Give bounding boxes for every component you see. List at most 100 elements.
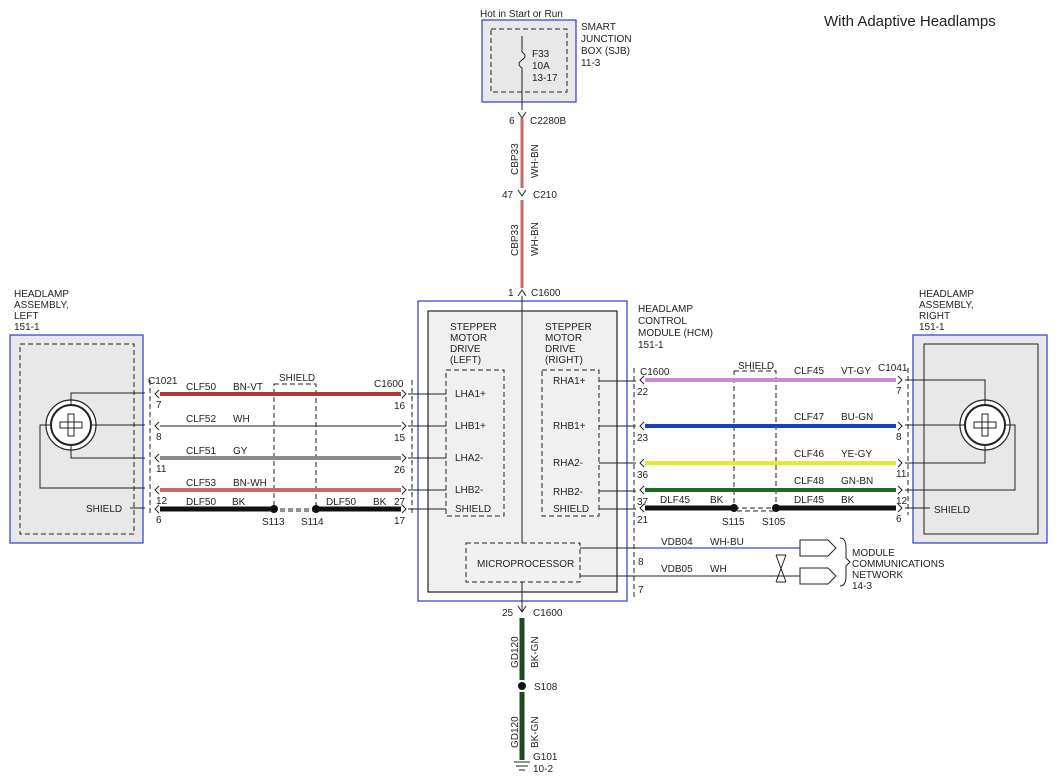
ground-color-1: BK-GN bbox=[530, 636, 541, 668]
right-lamp-pin: 6 bbox=[896, 514, 902, 525]
ground-circuit: 25 C1600 GD120 BK-GN S108 GD120 BK-GN G1… bbox=[502, 605, 563, 775]
right-hcm-pin-symbol bbox=[639, 421, 645, 431]
left-headlamp-assembly: HEADLAMP ASSEMBLY, LEFT 151-1 SHIELD C10… bbox=[9, 289, 404, 544]
c210-pin: 47 bbox=[502, 190, 514, 201]
left-lamp-pin-symbol bbox=[154, 389, 160, 399]
left-lamp-pin: 6 bbox=[156, 515, 162, 526]
vdb04-pin: 8 bbox=[638, 557, 644, 568]
sjb-connector: C2280B bbox=[530, 116, 566, 127]
left-driver-2: MOTOR bbox=[450, 333, 487, 344]
left-wire-circuit2: DLF50 bbox=[326, 497, 356, 508]
left-driver-box bbox=[445, 369, 505, 517]
right-lamp-pin-symbol bbox=[897, 458, 903, 468]
right-shield-box-label: SHIELD bbox=[738, 361, 774, 372]
left-lamp-name-4: 151-1 bbox=[14, 322, 40, 333]
right-pin-shield: SHIELD bbox=[553, 504, 589, 515]
vdb04-color: WH-BU bbox=[710, 537, 744, 548]
left-hcm-pin: 17 bbox=[394, 516, 406, 527]
left-hcm-pin-symbol bbox=[401, 421, 407, 431]
left-lamp-pin: 12 bbox=[156, 496, 168, 507]
left-wire-color: BK bbox=[232, 497, 246, 508]
splice-s113: S113 bbox=[262, 517, 285, 528]
left-pin-lhb2: LHB2- bbox=[455, 485, 483, 496]
right-lamp-name-3: RIGHT bbox=[919, 311, 950, 322]
left-wire-circuit: CLF50 bbox=[186, 382, 216, 393]
vdb05-pin: 7 bbox=[638, 585, 644, 596]
c210-label: C210 bbox=[533, 190, 557, 201]
left-wire-color: BN-VT bbox=[233, 382, 263, 393]
ground-color-2: BK-GN bbox=[530, 716, 541, 748]
right-lamp-name-4: 151-1 bbox=[919, 322, 945, 333]
sjb-inner-dash bbox=[490, 28, 568, 93]
left-lamp-connector: C1021 bbox=[148, 376, 178, 387]
left-hcm-pin: 27 bbox=[394, 497, 406, 508]
smart-junction-box: Hot in Start or Run F33 10A 13-17 SMART … bbox=[480, 9, 632, 127]
fuse-icon bbox=[518, 36, 526, 110]
right-wire-circuit: CLF48 bbox=[794, 476, 824, 487]
sjb-name-2: JUNCTION bbox=[581, 34, 632, 45]
feed-circuit-1: CBP33 bbox=[510, 143, 521, 175]
sjb-power-label: Hot in Start or Run bbox=[480, 9, 563, 20]
left-lamp-pin: 7 bbox=[156, 400, 162, 411]
communications-network: VDB04 WH-BU VDB05 WH 8 7 MODULE COMMUNIC… bbox=[636, 537, 945, 596]
sjb-name-3: BOX (SJB) bbox=[581, 46, 630, 57]
right-lamp-pin-symbol bbox=[897, 421, 903, 431]
right-hcm-pin-symbol bbox=[639, 503, 645, 513]
feed-wire: CBP33 WH-BN 47 C210 CBP33 WH-BN 1 C1600 bbox=[502, 118, 561, 299]
fuse-ref: 13-17 bbox=[532, 73, 558, 84]
right-motor-coil bbox=[973, 413, 997, 437]
right-hcm-pin-symbol bbox=[639, 485, 645, 495]
right-hcm-pin: 37 bbox=[637, 497, 649, 508]
right-wire-color: YE-GY bbox=[841, 449, 872, 460]
vdb04-circuit: VDB04 bbox=[661, 537, 693, 548]
left-wire-circuit: CLF51 bbox=[186, 446, 216, 457]
diagram-title: With Adaptive Headlamps bbox=[824, 13, 996, 30]
left-pin-lha2: LHA2- bbox=[455, 453, 483, 464]
right-hcm-pin-symbol bbox=[639, 458, 645, 468]
right-wire-color: BK bbox=[710, 495, 724, 506]
left-lamp-name-3: LEFT bbox=[14, 311, 38, 322]
ground-pin: 25 bbox=[502, 608, 514, 619]
left-wire-circuit: CLF53 bbox=[186, 478, 216, 489]
splice-s115: S115 bbox=[722, 517, 745, 528]
connector-hcm-feed-symbol bbox=[517, 289, 527, 297]
left-lamp-pin-symbol bbox=[154, 485, 160, 495]
splice-s114: S114 bbox=[301, 517, 324, 528]
right-headlamp-assembly: HEADLAMP ASSEMBLY, RIGHT 151-1 SHIELD C1… bbox=[640, 289, 1048, 544]
feed-color-1: WH-BN bbox=[530, 144, 541, 178]
right-wire-circuit2: DLF45 bbox=[794, 495, 824, 506]
right-wire-color: VT-GY bbox=[841, 366, 871, 377]
microprocessor-box bbox=[465, 542, 581, 583]
network-label-3: NETWORK bbox=[852, 570, 903, 581]
left-hcm-pin: 26 bbox=[394, 465, 406, 476]
left-lamp-pin: 8 bbox=[156, 432, 162, 443]
network-arrow-1 bbox=[799, 539, 837, 557]
right-pin-rha1: RHA1+ bbox=[553, 376, 586, 387]
right-wire-color: BU-GN bbox=[841, 412, 873, 423]
fuse-rating: 10A bbox=[532, 61, 550, 72]
left-pin-shield: SHIELD bbox=[455, 504, 491, 515]
ground-connector: C1600 bbox=[533, 608, 563, 619]
left-driver-4: (LEFT) bbox=[450, 355, 481, 366]
left-lamp-name-1: HEADLAMP bbox=[14, 289, 69, 300]
right-lamp-pin: 7 bbox=[896, 386, 902, 397]
hcm-feed-connector: C1600 bbox=[531, 288, 561, 299]
hcm-feed-pin: 1 bbox=[508, 288, 514, 299]
right-lamp-pin: 8 bbox=[896, 432, 902, 443]
right-driver-box bbox=[541, 369, 600, 517]
vdb05-circuit: VDB05 bbox=[661, 564, 693, 575]
ground-connector-symbol bbox=[517, 605, 527, 613]
right-lamp-pin-symbol bbox=[897, 375, 903, 385]
left-driver-1: STEPPER bbox=[450, 322, 497, 333]
sjb-pin: 6 bbox=[509, 116, 515, 127]
right-shield-box bbox=[733, 370, 777, 512]
network-arrow-2 bbox=[799, 567, 837, 585]
left-hcm-pin: 15 bbox=[394, 433, 406, 444]
right-hcm-pin-symbol bbox=[639, 375, 645, 385]
right-hcm-connector: C1600 bbox=[640, 367, 670, 378]
ground-circuit-1: GD120 bbox=[510, 636, 521, 668]
fuse-id: F33 bbox=[532, 49, 550, 60]
